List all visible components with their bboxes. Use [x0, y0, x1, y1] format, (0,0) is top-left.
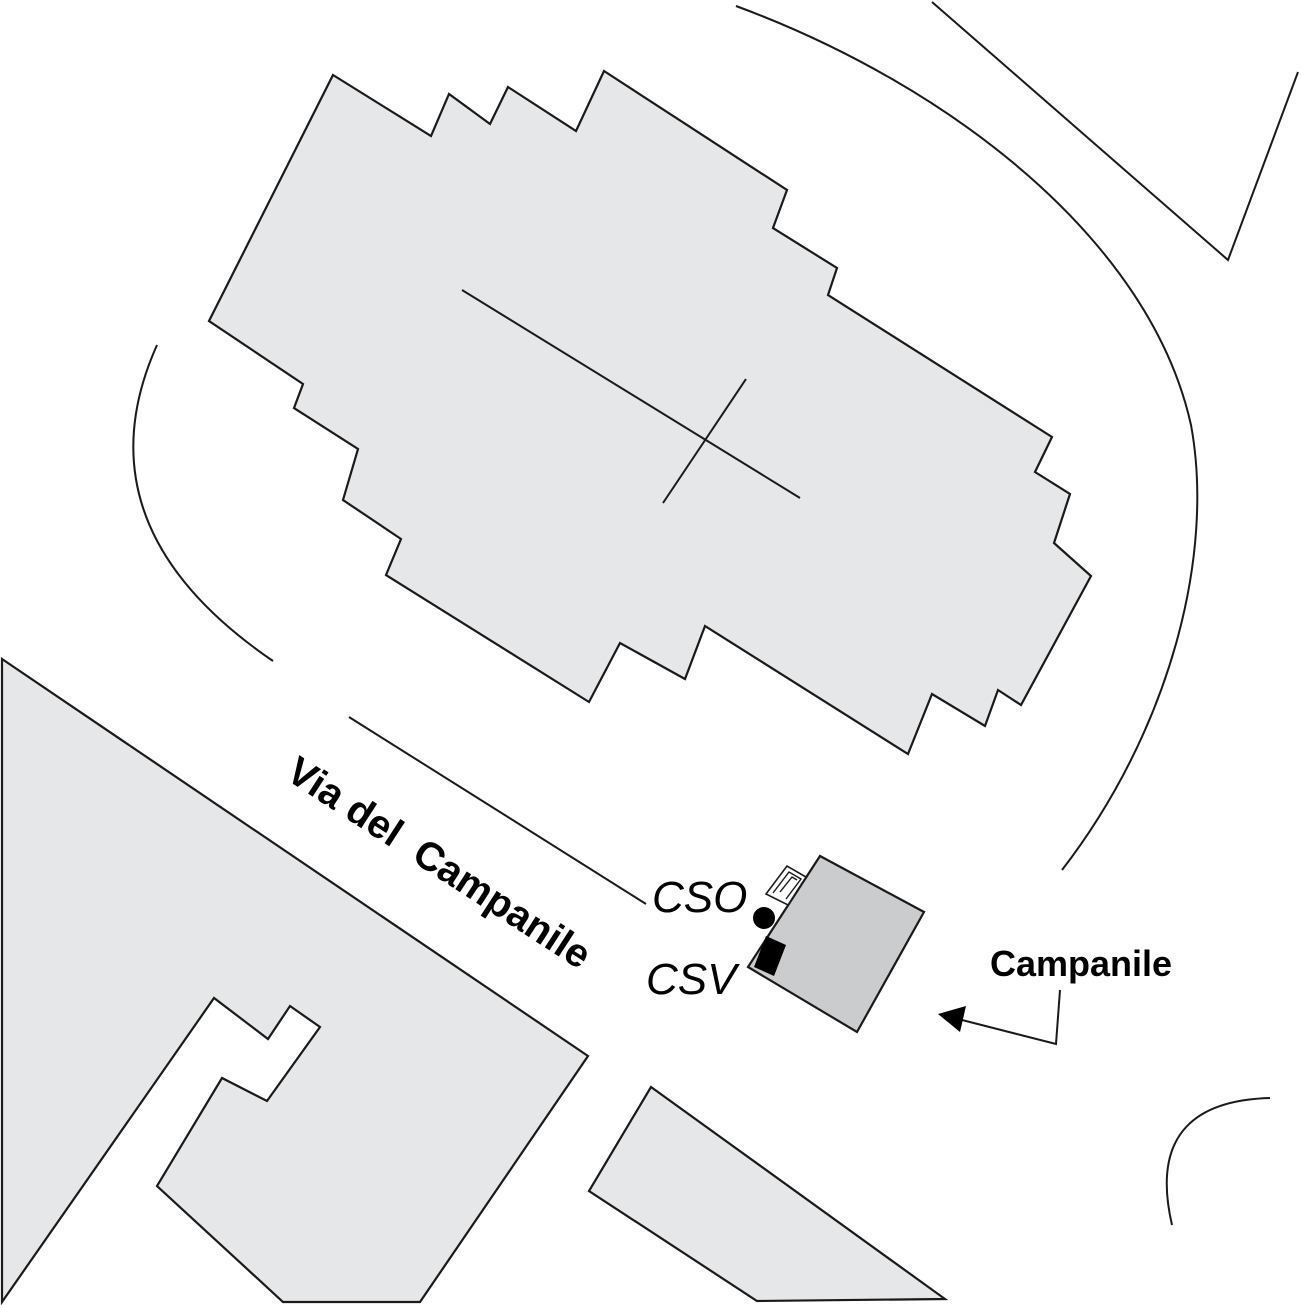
building-south	[587, 1085, 949, 1303]
church-nave-axis	[461, 289, 801, 499]
building-southwest	[0, 656, 590, 1305]
campanile-callout-label: Campanile	[990, 943, 1172, 984]
church-building	[207, 69, 1093, 756]
csv-label: CSV	[646, 955, 740, 1004]
curved-street-edge-west	[132, 344, 274, 662]
cso-marker	[753, 907, 775, 929]
street-edge-via-del-campanile	[348, 716, 647, 905]
cso-label: CSO	[652, 873, 747, 922]
campanile-stair-detail	[764, 864, 808, 907]
church-transept-axis	[662, 378, 747, 504]
curved-street-edge-east	[735, 5, 1199, 871]
csv-marker	[754, 936, 786, 976]
street-edge-northeast	[931, 1, 1299, 262]
arrow-left-icon	[938, 989, 1061, 1046]
street-edge-southeast-curve	[1165, 1097, 1271, 1226]
